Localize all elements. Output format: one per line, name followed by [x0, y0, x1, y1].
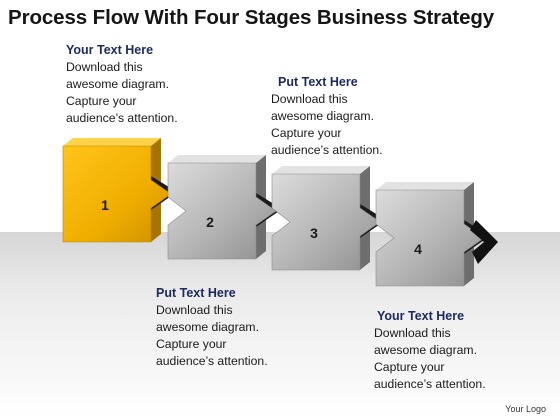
end-arrow — [470, 220, 498, 264]
callout-line: Download this — [156, 303, 233, 317]
stage-number: 3 — [310, 225, 318, 241]
callout-line: Download this — [374, 326, 451, 340]
callout-line: audience’s attention. — [374, 377, 486, 391]
callout-stage-3: Put Text Here Download this awesome diag… — [271, 74, 383, 159]
piece-top-face — [63, 138, 161, 146]
stage-number: 2 — [206, 214, 214, 230]
piece-front-face — [375, 189, 485, 287]
callout-line: Download this — [271, 92, 348, 106]
piece-front-face — [62, 145, 172, 243]
stage-4-piece: 4 — [375, 182, 490, 287]
callout-line: awesome diagram. — [156, 320, 259, 334]
callout-stage-4: Your Text Here Download this awesome dia… — [374, 308, 486, 393]
callout-heading: Your Text Here — [66, 43, 154, 57]
stage-number: 1 — [101, 197, 109, 213]
callout-heading: Put Text Here — [278, 75, 358, 89]
callout-line: Download this — [66, 60, 143, 74]
callout-heading: Put Text Here — [156, 286, 236, 300]
piece-front-face — [271, 173, 381, 271]
callout-line: awesome diagram. — [66, 77, 169, 91]
callout-line: audience’s attention. — [271, 143, 383, 157]
callout-line: Capture your — [66, 94, 137, 108]
callout-line: Capture your — [271, 126, 342, 140]
piece-top-face — [168, 155, 266, 163]
piece-top-face — [272, 166, 370, 174]
callout-heading: Your Text Here — [377, 309, 465, 323]
callout-line: audience’s attention. — [66, 111, 178, 125]
logo-text: Your Logo — [505, 404, 546, 414]
stage-2-piece: 2 — [167, 155, 282, 260]
stage-1-piece: 1 — [62, 138, 177, 243]
piece-front-face — [167, 162, 277, 260]
page-title: Process Flow With Four Stages Business S… — [8, 6, 495, 29]
stage-3-piece: 3 — [271, 166, 386, 271]
callout-stage-2: Put Text Here Download this awesome diag… — [156, 285, 268, 370]
callout-stage-1: Your Text Here Download this awesome dia… — [66, 42, 178, 127]
stage-number: 4 — [414, 241, 422, 257]
callout-line: audience’s attention. — [156, 354, 268, 368]
callout-line: Capture your — [374, 360, 445, 374]
callout-line: awesome diagram. — [271, 109, 374, 123]
piece-top-face — [376, 182, 474, 190]
callout-line: awesome diagram. — [374, 343, 477, 357]
callout-line: Capture your — [156, 337, 227, 351]
